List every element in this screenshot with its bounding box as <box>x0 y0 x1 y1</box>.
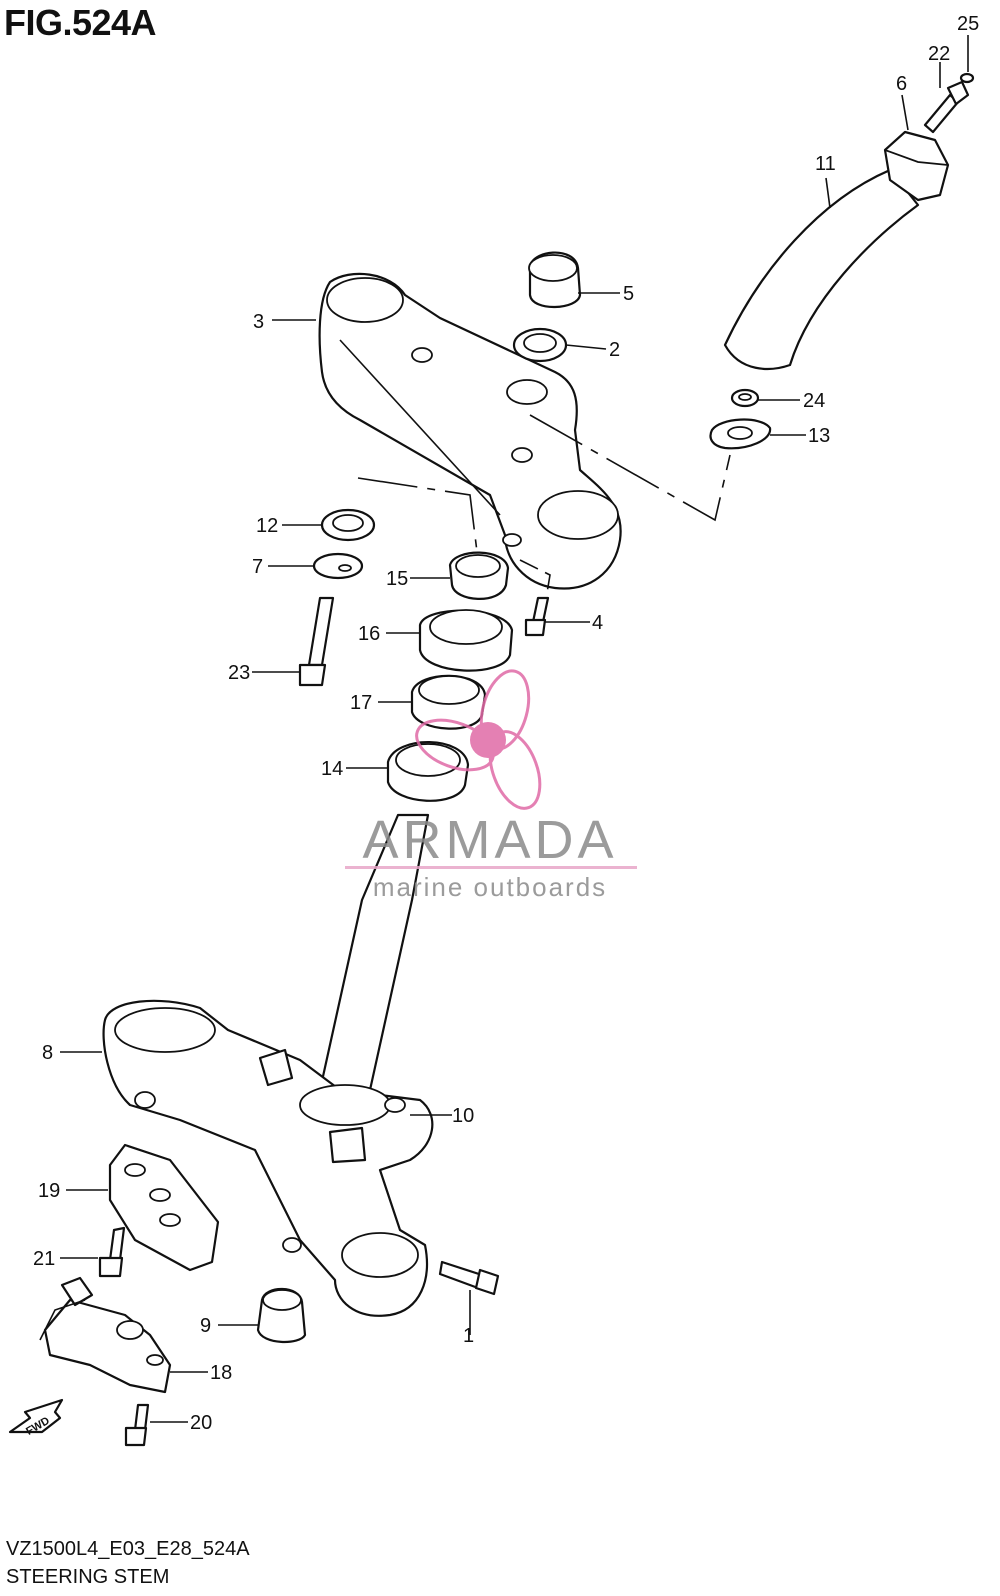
bolt-21 <box>98 1226 126 1278</box>
holder-19 <box>108 1143 220 1272</box>
callout-21: 21 <box>33 1248 55 1270</box>
callout-2: 2 <box>609 339 620 361</box>
callout-15: 15 <box>386 568 408 590</box>
washer-25 <box>959 72 975 84</box>
plate-13 <box>709 418 772 450</box>
callout-8: 8 <box>42 1042 53 1064</box>
bearing-14 <box>386 741 470 802</box>
watermark-brand: ARMADA <box>362 810 617 870</box>
dust-seal-16 <box>418 609 514 672</box>
steering-lock <box>39 1276 172 1394</box>
washer-7 <box>312 552 364 580</box>
figure-title: FIG.524A <box>4 2 157 43</box>
callout-5: 5 <box>623 283 634 305</box>
riser-clamp <box>883 130 950 202</box>
callout-1: 1 <box>463 1325 474 1347</box>
callout-labels: 1 2 3 4 5 6 7 8 9 10 11 12 13 14 15 16 1… <box>33 13 979 1434</box>
callout-17: 17 <box>350 692 372 714</box>
callout-10: 10 <box>452 1105 474 1127</box>
model-code: VZ1500L4_E03_E28_524A <box>6 1538 250 1560</box>
callout-3: 3 <box>253 311 264 333</box>
propeller-logo <box>415 669 542 810</box>
callout-7: 7 <box>252 556 263 578</box>
callout-18: 18 <box>210 1362 232 1384</box>
bolt-1 <box>438 1260 500 1296</box>
bolt-4 <box>524 596 550 637</box>
washer-24 <box>730 388 760 408</box>
callout-11: 11 <box>815 153 836 175</box>
section-name: STEERING STEM <box>6 1566 170 1588</box>
steering-nut <box>448 551 510 600</box>
callout-20: 20 <box>190 1412 212 1434</box>
watermark-tagline: marine outboards <box>373 872 607 902</box>
bolt-22 <box>923 80 970 134</box>
forward-arrow: FWD <box>8 1398 64 1438</box>
callout-14: 14 <box>321 758 343 780</box>
callout-16: 16 <box>358 623 380 645</box>
bush-9 <box>256 1287 307 1344</box>
callout-24: 24 <box>803 390 825 412</box>
handlebar-riser <box>723 168 920 370</box>
alignment-lines <box>357 414 731 606</box>
callout-9: 9 <box>200 1315 211 1337</box>
callout-4: 4 <box>592 612 603 634</box>
seal-12 <box>320 508 376 542</box>
watermark-underline <box>345 866 637 869</box>
callout-23: 23 <box>228 662 250 684</box>
stem-cap <box>528 251 582 309</box>
callout-13: 13 <box>808 425 830 447</box>
callout-22: 22 <box>928 43 950 65</box>
callout-25: 25 <box>957 13 979 35</box>
upper-bracket <box>318 272 622 590</box>
bolt-20 <box>124 1403 150 1447</box>
washer-2 <box>512 327 568 363</box>
callout-19: 19 <box>38 1180 60 1202</box>
callout-leaders <box>60 35 969 1423</box>
lower-bracket <box>102 813 434 1317</box>
callout-12: 12 <box>256 515 278 537</box>
armada-watermark: ARMADA marine outboards <box>345 669 637 902</box>
bolt-23 <box>298 596 335 687</box>
callout-6: 6 <box>896 73 907 95</box>
